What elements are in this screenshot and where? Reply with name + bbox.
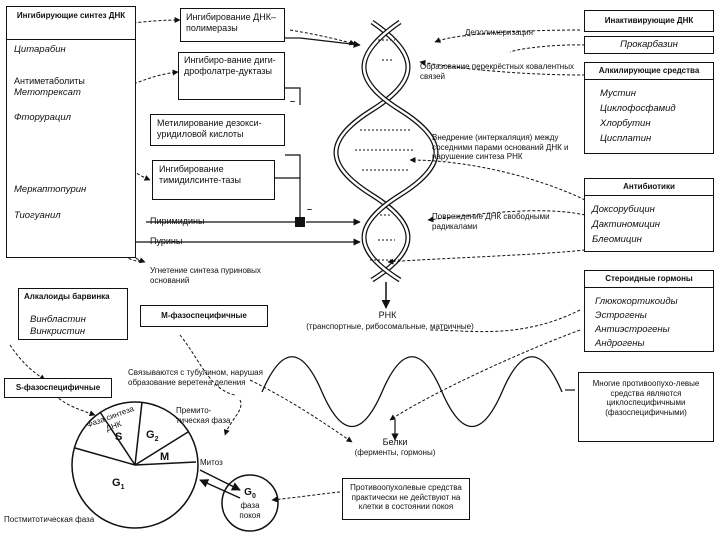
mrna-wave bbox=[261, 356, 563, 427]
note-cycle-specific: Многие противоопухо-левые средства являю… bbox=[578, 372, 714, 442]
drug-cisplatin: Цисплатин bbox=[600, 133, 652, 144]
label-free-radicals: Повреждение ДНК свободными радикалами bbox=[432, 212, 550, 231]
drug-cytarabine: Цитарабин bbox=[14, 44, 66, 55]
label-s: S bbox=[115, 431, 123, 443]
label-proteins: Белки bbox=[382, 437, 408, 447]
label-g1: G1 bbox=[112, 477, 125, 492]
note-rest-phase: Противоопухолевые средства практически н… bbox=[342, 478, 470, 520]
drug-procarbazine: Прокарбазин bbox=[584, 36, 714, 54]
label-mitosis: Митоз bbox=[200, 458, 223, 467]
s-phase-specific-box: S-фазоспецифичные bbox=[4, 378, 112, 398]
cell-cycle-diagram bbox=[71, 401, 279, 532]
label-g0: G0 bbox=[244, 487, 256, 500]
minus-sign-purines: – bbox=[138, 255, 144, 265]
label-crosslinks: Образование перекрёстных ковалентных свя… bbox=[420, 62, 574, 81]
dna-synthesis-inhibitors-title: Ингибирующие синтез ДНК bbox=[6, 6, 136, 40]
box-thymidylate-inhibition: Ингибирование тимидилсинте-тазы bbox=[152, 160, 275, 200]
label-purine-synthesis-inhibition: Угнетение синтеза пуриновых оснований bbox=[150, 266, 261, 285]
dna-synthesis-inhibitors-panel bbox=[6, 6, 136, 258]
label-premitotic-phase: Премито-тическая фаза bbox=[176, 406, 231, 425]
box-methylation: Метилирование дезокси-уридиловой кислоты bbox=[150, 114, 285, 146]
box-dhfr-inhibition: Ингибиро-вание диги-дрофолатре-дуктазы bbox=[178, 52, 285, 100]
label-depolymerization: Деполимеризация bbox=[465, 28, 533, 37]
vinca-alkaloids-panel bbox=[18, 288, 128, 340]
label-pyrimidines: Пиримидины bbox=[150, 216, 205, 226]
drug-mustine: Мустин bbox=[600, 88, 636, 99]
label-purines: Пурины bbox=[150, 236, 183, 246]
antibiotics-title: Антибиотики bbox=[584, 178, 714, 196]
drug-chlorambucil: Хлорбутин bbox=[600, 118, 651, 129]
minus-sign-dhfr: – bbox=[290, 96, 296, 106]
drug-thioguanine: Тиогуанил bbox=[14, 210, 61, 221]
label-rna-types: (транспортные, рибосомальные, матричные) bbox=[306, 322, 474, 331]
block-marker bbox=[295, 217, 305, 227]
drug-estrogens: Эстрогены bbox=[595, 310, 647, 321]
m-phase-specific-box: М-фазоспецифичные bbox=[140, 305, 268, 327]
drug-group-antimetabolites: Антиметаболиты bbox=[14, 76, 85, 86]
inactivating-dna-title: Инактивирующие ДНК bbox=[584, 10, 714, 32]
drug-antiestrogens: Антиэстрогены bbox=[595, 324, 670, 335]
drug-glucocorticoids: Глюкокортикоиды bbox=[595, 296, 678, 307]
drug-vinblastine: Винбластин bbox=[30, 314, 86, 325]
drug-methotrexate: Метотрексат bbox=[14, 87, 81, 98]
dna-helix bbox=[333, 19, 439, 283]
drug-fluorouracil: Фторурацил bbox=[14, 112, 71, 123]
label-intercalation: Внедрение (интеркаляция) между соседними… bbox=[432, 133, 569, 161]
vinca-alkaloids-title: Алкалоиды барвинка bbox=[24, 292, 110, 301]
steroid-hormones-title: Стероидные гормоны bbox=[584, 270, 714, 288]
minus-sign-block: – bbox=[307, 204, 313, 214]
alkylating-agents-title: Алкилирующие средства bbox=[584, 62, 714, 80]
solid-connectors bbox=[125, 37, 575, 441]
drug-mercaptopurine: Меркаптопурин bbox=[14, 184, 87, 195]
label-g0-rest-phase: фаза покоя bbox=[239, 501, 261, 520]
drug-cyclophosphamide: Циклофосфамид bbox=[600, 103, 676, 114]
label-postmitotic-phase: Постмитотическая фаза bbox=[4, 515, 95, 524]
drug-bleomycin: Блеомицин bbox=[592, 234, 642, 245]
label-m: M bbox=[160, 451, 170, 463]
label-proteins-sub: (ферменты, гормоны) bbox=[354, 448, 436, 457]
drug-vincristine: Винкристин bbox=[30, 326, 86, 337]
label-tubulin-binding: Связываются с тубулином, нарушая образов… bbox=[128, 368, 263, 387]
drug-doxorubicin: Доксорубицин bbox=[592, 204, 655, 215]
drug-dactinomycin: Дактиномицин bbox=[592, 219, 661, 230]
label-g2: G2 bbox=[146, 429, 159, 444]
drug-androgens: Андрогены bbox=[595, 338, 645, 349]
label-rna: РНК bbox=[378, 310, 397, 320]
box-dna-polymerase-inhibition: Ингибирование ДНК–полимеразы bbox=[180, 8, 285, 42]
